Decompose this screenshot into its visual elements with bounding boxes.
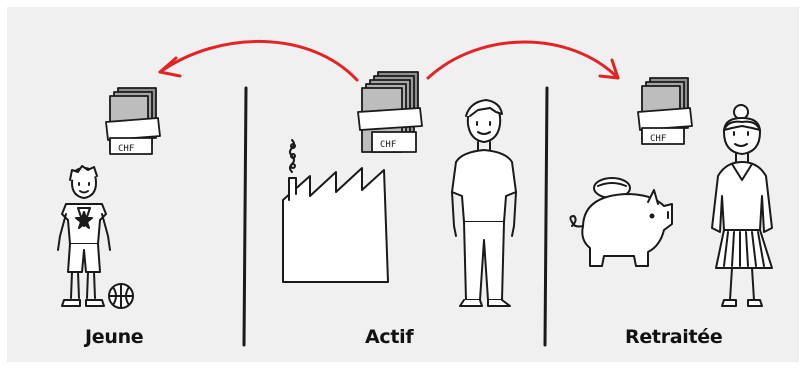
divider-right bbox=[543, 86, 549, 347]
basketball-icon bbox=[108, 283, 134, 309]
divider-left bbox=[242, 86, 248, 347]
currency-label: CHF bbox=[650, 134, 666, 144]
piggy-bank-icon bbox=[569, 177, 673, 267]
arrow-to-retired bbox=[426, 40, 620, 80]
label-active: Actif bbox=[365, 326, 414, 348]
label-young: Jeune bbox=[85, 326, 144, 348]
arrow-to-young bbox=[158, 40, 359, 82]
label-retired: Retraitée bbox=[625, 326, 723, 348]
currency-label: CHF bbox=[380, 140, 396, 150]
child-figure bbox=[57, 165, 111, 307]
factory-icon bbox=[282, 139, 389, 283]
currency-label: CHF bbox=[118, 144, 134, 154]
adult-man-figure bbox=[451, 99, 517, 307]
elderly-woman-figure bbox=[711, 104, 773, 307]
money-stack-icon-active: CHF bbox=[357, 71, 423, 153]
money-stack-icon-young: CHF bbox=[105, 87, 161, 155]
illustration-panel bbox=[7, 7, 799, 362]
money-stack-icon-retired: CHF bbox=[637, 77, 693, 145]
